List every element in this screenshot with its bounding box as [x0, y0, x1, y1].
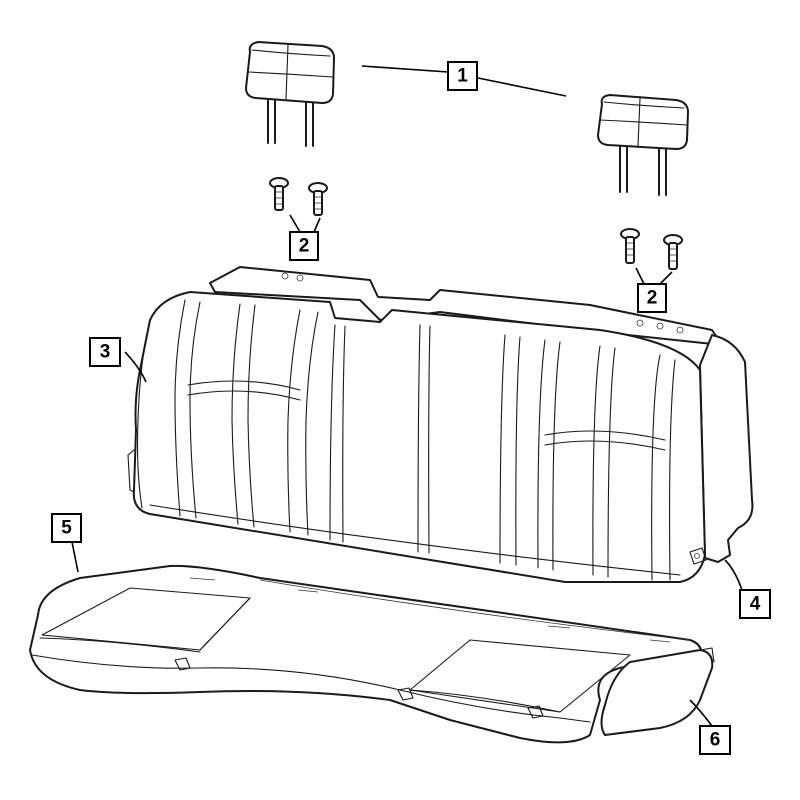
callout-5-label: 5: [61, 518, 72, 539]
cushion-end-trim: [600, 647, 715, 736]
guide-sleeves-left: [269, 177, 328, 216]
guide-sleeve: [308, 182, 328, 216]
callout-5: 5: [51, 513, 82, 543]
callout-1: 1: [447, 61, 478, 91]
guide-sleeve: [269, 177, 289, 211]
seat-back: [127, 266, 754, 583]
pivot-bracket: [689, 547, 707, 565]
callout-1-label: 1: [457, 66, 468, 87]
callout-2-left: 2: [289, 231, 319, 261]
callout-3-label: 3: [100, 342, 111, 363]
guide-sleeves-right: [620, 228, 683, 270]
callout-2-left-label: 2: [299, 236, 310, 257]
callout-4-label: 4: [750, 594, 761, 615]
guide-sleeve: [620, 228, 640, 264]
headrest-left: [245, 41, 335, 147]
leader-lines: [71, 65, 743, 727]
callout-3: 3: [89, 337, 121, 367]
guide-sleeve: [663, 234, 683, 270]
callout-2-right-label: 2: [647, 288, 658, 309]
seat-cushion: [29, 564, 703, 744]
callout-6: 6: [699, 725, 731, 755]
headrest-right: [597, 94, 689, 196]
callout-6-label: 6: [710, 730, 721, 751]
callout-4: 4: [739, 589, 771, 619]
callout-2-right: 2: [637, 283, 667, 313]
